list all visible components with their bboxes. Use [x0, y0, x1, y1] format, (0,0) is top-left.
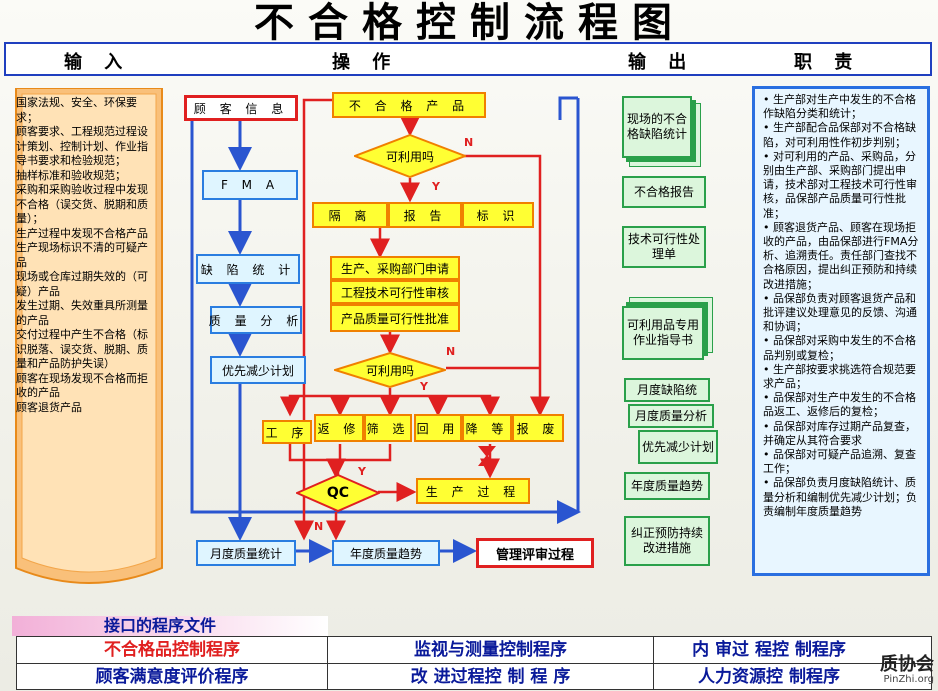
interface-docs-table: 不合格品控制程序 监视与测量控制程序 内 审过 程控 制程序 顾客满意度评价程序…	[16, 636, 932, 690]
scrap-box: 报 废	[512, 414, 564, 442]
nonconforming-product-box: 不 合 格 产 品	[332, 92, 486, 118]
label-yes-3: Y	[358, 465, 366, 478]
yearly-trend-box: 年度质量趋势	[332, 540, 440, 566]
fma-box: F M A	[202, 170, 298, 200]
label-no-1: N	[464, 136, 473, 149]
usable-decision-2-label: 可利用吗	[334, 352, 446, 388]
rework-box: 返 修	[314, 414, 364, 442]
duty-item: • 品保部对可疑产品追溯、复查工作；	[763, 448, 921, 476]
duty-item: • 品保部负责对顾客退货产品和批评建议处理意见的反馈、沟通和协调；	[763, 292, 921, 335]
monthly-stats-box: 月度质量统计	[196, 540, 296, 566]
qa-approve-box: 产品质量可行性批准	[330, 304, 460, 332]
label-yes-1: Y	[432, 180, 440, 193]
doc-link[interactable]: 顾客满意度评价程序	[17, 664, 327, 691]
doc-link[interactable]: 人力资源控 制程序	[654, 664, 884, 691]
priority-plan-box: 优先减少计划	[210, 356, 306, 384]
report-box: 报 告	[388, 202, 462, 228]
mark-box: 标 识	[462, 202, 534, 228]
doc-link[interactable]: 不合格品控制程序	[17, 637, 327, 664]
duty-item: • 品保部对采购中发生的不合格品判别或复检；	[763, 334, 921, 362]
prod-purchase-box: 生产、采购部门申请	[330, 256, 460, 280]
output-priority-plan: 优先减少计划	[638, 430, 718, 464]
output-yearly-trend: 年度质量趋势	[624, 472, 710, 500]
output-monthly-defects: 月度缺陷统	[624, 378, 710, 402]
watermark-name: 质协会	[880, 650, 934, 676]
output-usable-instructions: 可利用品专用作业指导书	[622, 306, 704, 360]
customer-info-box: 顾 客 信 息	[184, 95, 298, 121]
duty-item: • 生产部按要求挑选符合规范要求产品；	[763, 363, 921, 391]
duty-item: • 生产部配合品保部对不合格缺陷，对可利用性作初步判别；	[763, 121, 921, 149]
duty-item: • 品保部对生产中发生的不合格品返工、返修后的复检；	[763, 391, 921, 419]
doc-link[interactable]: 监视与测量控制程序	[328, 637, 653, 664]
doc-link[interactable]: 改 进过程控 制 程 序	[328, 664, 653, 691]
duty-item: • 品保部对库存过期产品复查，并确定从其符合要求	[763, 420, 921, 448]
label-no-3: N	[314, 520, 323, 533]
reuse-box: 回 用	[414, 414, 462, 442]
duty-item: • 对可利用的产品、采购品，分别由生产部、采购部门提出申请，技术部对工程技术可行…	[763, 150, 921, 221]
output-monthly-analysis: 月度质量分析	[628, 404, 714, 428]
output-corrective-actions: 纠正预防持续改进措施	[624, 516, 710, 566]
qc-label: QC	[296, 474, 380, 512]
watermark-site: PinZhi.org	[884, 674, 934, 685]
isolate-box: 隔 离	[312, 202, 388, 228]
output-defect-stats: 现场的不合格缺陷统计	[622, 96, 692, 158]
eng-review-box: 工程技术可行性审核	[330, 280, 460, 304]
duty-item: • 顾客退货产品、顾客在现场拒收的产品，由品保部进行FMA分析、追溯责任。责任部…	[763, 221, 921, 292]
doc-link[interactable]: 内 审过 程控 制程序	[654, 637, 884, 664]
output-nc-report: 不合格报告	[622, 176, 706, 208]
label-yes-2: Y	[420, 380, 428, 393]
quality-analysis-box: 质 量 分 析	[210, 306, 302, 334]
output-tech-feasibility: 技术可行性处理单	[622, 226, 706, 268]
label-no-2: N	[446, 345, 455, 358]
responsibility-panel: • 生产部对生产中发生的不合格作缺陷分类和统计； • 生产部配合品保部对不合格缺…	[752, 86, 930, 576]
mgmt-review-box: 管理评审过程	[476, 538, 594, 568]
process-box: 工 序	[262, 420, 312, 444]
interface-docs-title: 接口的程序文件	[12, 616, 328, 636]
scrap-mark-icon	[478, 446, 496, 466]
screen-box: 筛 选	[364, 414, 412, 442]
duty-item: • 生产部对生产中发生的不合格作缺陷分类和统计；	[763, 93, 921, 121]
downgrade-box: 降 等	[462, 414, 512, 442]
duty-item: • 品保部负责月度缺陷统计、质量分析和编制优先减少计划；负责编制年度质量趋势	[763, 476, 921, 519]
usable-decision-1-label: 可利用吗	[354, 134, 466, 178]
production-process-box: 生 产 过 程	[416, 478, 530, 504]
defect-stats-box: 缺 陷 统 计	[196, 254, 300, 284]
